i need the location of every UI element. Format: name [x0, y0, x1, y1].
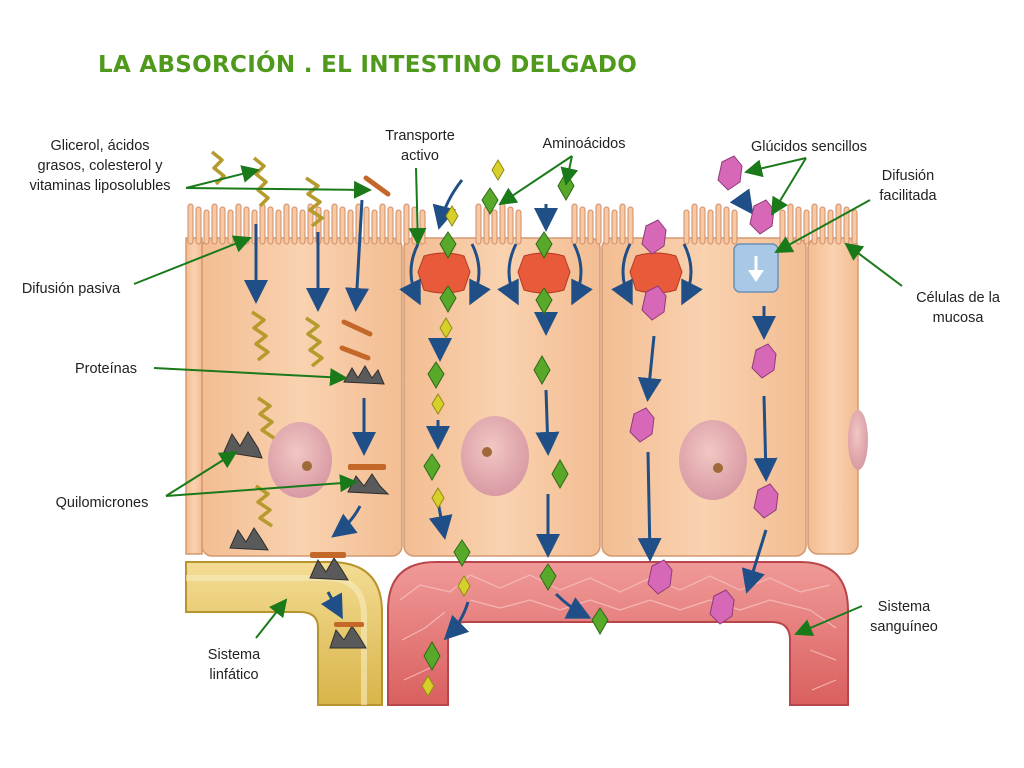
amino-acids-label: Aminoácidos — [542, 136, 626, 152]
blood-system-label: Sistema sanguíneo — [870, 599, 938, 635]
microvilli — [187, 203, 858, 245]
passive-diffusion-label: Difusión pasiva — [21, 281, 121, 297]
active-transport-label: Transporte activo — [385, 128, 455, 164]
simple-sugars-label: Glúcidos sencillos — [750, 139, 868, 155]
active-transport-carriers — [417, 252, 683, 294]
proteins-label: Proteínas — [74, 361, 138, 377]
blood-vessel — [387, 561, 849, 706]
lipids-label: Glicerol, ácidos grasos, colesterol y vi… — [29, 138, 171, 194]
absorption-flow-arrows — [244, 179, 778, 641]
facilitated-diffusion-label: Difusión facilitada — [879, 168, 937, 204]
chylomicrons-label: Quilomicrones — [55, 495, 149, 511]
carrier-rotation-arrows — [399, 243, 703, 306]
lymphatic-system-label: Sistema linfático — [207, 647, 261, 683]
glycerol-rods — [339, 175, 391, 361]
page-title: LA ABSORCIÓN . EL INTESTINO DELGADO — [98, 52, 638, 78]
facilitated-diffusion-channel — [733, 243, 779, 293]
label-pointers — [133, 155, 903, 639]
simple-sugar-molecules — [629, 155, 779, 625]
mucosa-cells-label: Células de la mucosa — [916, 290, 1000, 326]
lipid-molecules — [210, 150, 324, 528]
